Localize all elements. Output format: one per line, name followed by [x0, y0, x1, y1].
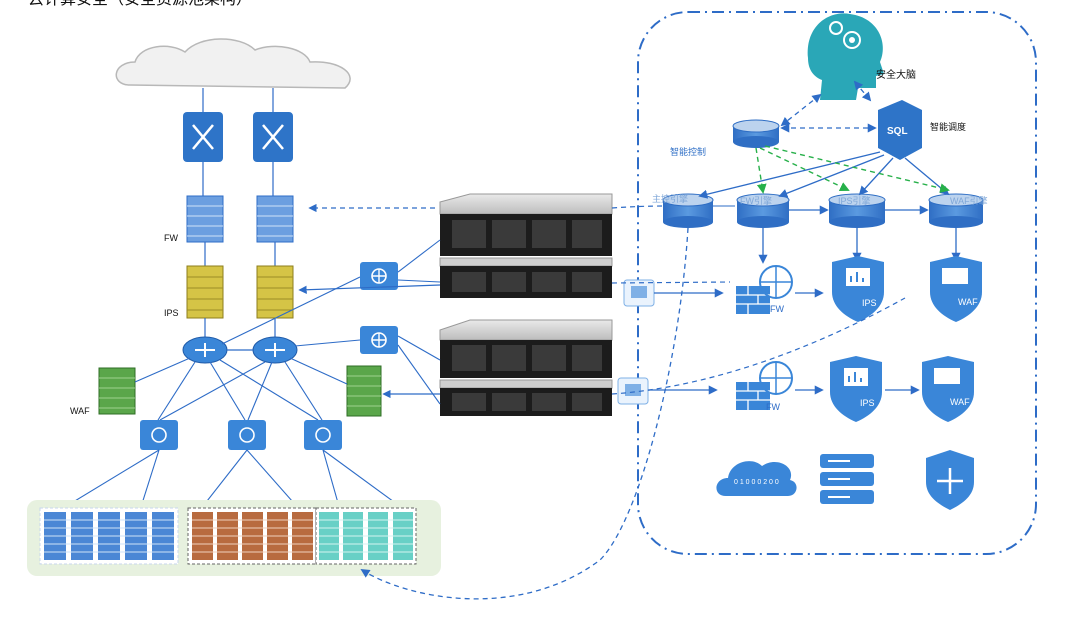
core-switch-icon-1	[182, 336, 228, 364]
server-racks-teal	[315, 507, 417, 565]
engine-1-label: 主控引擎	[652, 193, 688, 204]
firewall-icon-waf-1	[98, 367, 136, 415]
vnf-ips-icon-1: IPS	[832, 256, 884, 322]
vnf-fw-label-2: FW	[766, 402, 780, 412]
network-port-icon-2	[617, 377, 649, 405]
router-icon-1	[183, 112, 223, 162]
vnf-fw-label-1: FW	[770, 304, 784, 314]
firewall-icon-fw-2	[256, 195, 294, 243]
network-port-icon-1	[623, 279, 655, 307]
sql-database-icon: SQL	[878, 100, 922, 160]
smart-control-label: 智能控制	[670, 146, 706, 157]
physical-server-3	[439, 319, 613, 378]
access-switch-icon-2	[228, 420, 266, 450]
cloud-icon	[115, 38, 351, 89]
firewall-icon-fw-1	[186, 195, 224, 243]
router-icon-2	[253, 112, 293, 162]
core-switch-icon-2	[252, 336, 298, 364]
vnf-waf-label-2: WAF	[950, 397, 970, 407]
firewall-icon-waf-2	[346, 365, 382, 417]
access-switch-icon-3	[304, 420, 342, 450]
switch-icon-lower	[360, 326, 398, 354]
physical-server-1	[439, 193, 613, 256]
controller-cylinder-icon	[732, 119, 780, 148]
engine-4-label: WAF引擎	[950, 195, 988, 206]
vnf-firewall-icon-1: FW	[736, 265, 793, 314]
vnf-ips-label-2: IPS	[860, 398, 875, 408]
sql-text: SQL	[887, 126, 908, 137]
engine-3-label: IPS引擎	[838, 195, 871, 206]
physical-server-2	[439, 257, 613, 298]
vnf-ips-icon-2: IPS	[830, 356, 882, 422]
data-digits: 0 1 0 0 0 2 0 0	[734, 479, 779, 486]
waf-side-label: WAF	[70, 406, 90, 416]
vnf-firewall-icon-2: FW	[736, 361, 793, 412]
firewall-icon-ips-2	[256, 265, 294, 319]
security-brain-label: 安全大脑	[876, 68, 916, 81]
fw-side-label: FW	[164, 233, 178, 243]
engine-cylinder-4	[928, 193, 984, 228]
vnf-waf-icon-2: WAF	[922, 356, 974, 422]
access-switch-icon-1	[140, 420, 178, 450]
vnf-ips-label-1: IPS	[862, 298, 877, 308]
vnf-waf-label-1: WAF	[958, 297, 978, 307]
title-fragment: 云计算安全（安全资源池架构）	[28, 0, 252, 8]
server-racks-brown	[187, 507, 317, 565]
security-brain-icon	[807, 13, 884, 101]
server-racks-blue	[39, 507, 179, 565]
vnf-waf-icon-1: WAF	[930, 256, 982, 322]
server-stack-icon	[820, 454, 874, 504]
firewall-icon-ips-1	[186, 265, 224, 319]
shield-plus-icon	[926, 450, 974, 510]
engine-2-label: FW引擎	[740, 195, 772, 206]
engine-cylinder-2	[736, 193, 790, 228]
ips-side-label: IPS	[164, 308, 179, 318]
engine-cylinder-3	[828, 193, 886, 228]
data-cloud-icon: 0 1 0 0 0 2 0 0	[716, 461, 797, 496]
physical-server-4	[439, 379, 613, 416]
switch-icon-upper	[360, 262, 398, 290]
smart-dispatch-label: 智能调度	[930, 121, 966, 132]
